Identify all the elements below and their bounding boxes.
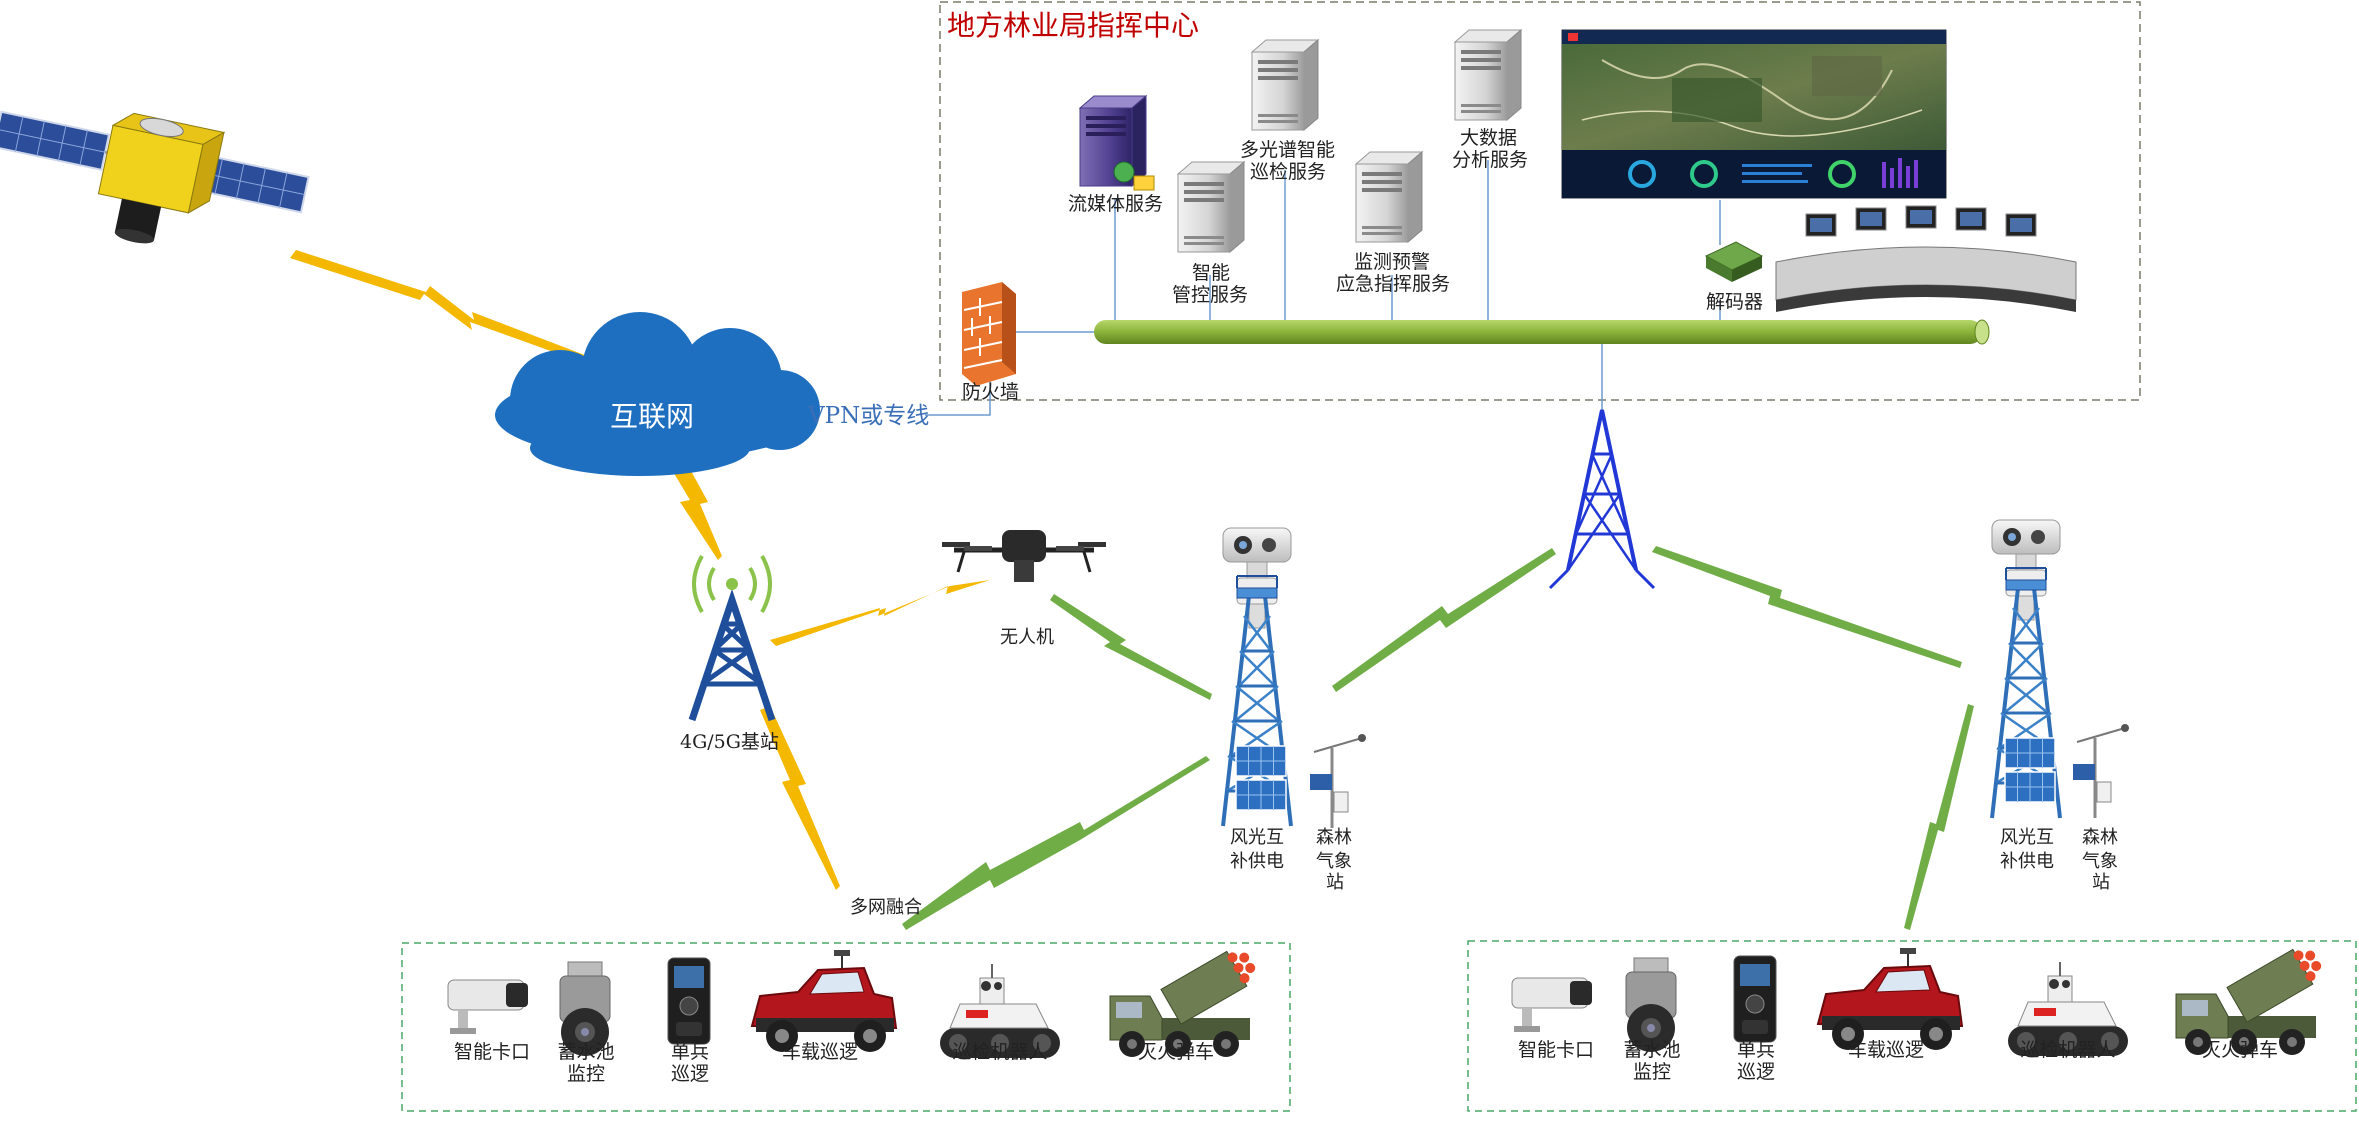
right-bullet-camera-icon [1511,977,1593,1033]
device-label: 巡检机器人 [2020,1039,2115,1061]
satellite-icon [0,110,310,244]
central-comm-tower-icon [1548,409,1656,590]
firewall-icon [962,282,1016,386]
bigdata-server-icon [1454,29,1522,121]
device-label: 智能卡口 [1518,1039,1594,1061]
left-bodycam-icon [667,957,711,1045]
command-center-title: 地方林业局指挥中心 [947,9,1199,42]
right-device-group-frame [1467,940,2357,1112]
right-fire-truck-icon [2175,940,2329,1056]
multispectral-server-icon [1251,39,1319,131]
right-power-label-1: 风光互 [2000,827,2054,848]
left-weather-label-2: 气象 [1316,851,1352,872]
left-ptz-camera-icon [1222,527,1292,629]
device-label: 单兵 [671,1041,709,1063]
drone-label: 无人机 [1000,627,1054,648]
left-patrol-vehicle-icon [751,949,897,1053]
device-label: 灭火弹车 [1138,1041,1214,1063]
right-ptz-camera-icon [1991,519,2061,621]
right-solar-panels-icon [2004,737,2056,803]
device-label: 单兵 [1737,1039,1775,1061]
service-links [925,160,1721,416]
network-bus [1094,319,1990,345]
device-label: 车载巡逻 [782,1041,858,1063]
device-label: 车载巡逻 [1848,1039,1924,1061]
device-label: 蓄水池 [1623,1039,1680,1061]
decoder-icon [1704,241,1764,282]
device-label: 监控 [1633,1061,1671,1083]
internet-cloud [495,312,820,476]
device-label: 蓄水池 [557,1041,614,1063]
decoder-label: 解码器 [1706,291,1763,313]
firewall-label: 防火墙 [962,381,1019,403]
center-tower-right-link [1652,546,1962,668]
right-weather-station-icon [2071,722,2131,820]
left-solar-panels-icon [1235,745,1287,811]
base-station-label: 4G/5G基站 [680,731,779,753]
command-center-frame [939,1,2141,401]
streaming-server-icon [1078,94,1155,191]
device-label: 巡逻 [671,1063,709,1085]
monitoring-server-icon [1355,151,1423,243]
device-label: 灭火弹车 [2202,1039,2278,1061]
multi-network-label: 多网融合 [850,897,922,918]
device-label: 巡检机器人 [952,1041,1047,1063]
right-weather-label-2: 气象 [2082,851,2118,872]
monitoring-label-1: 监测预警 [1354,251,1430,273]
streaming-service-label: 流媒体服务 [1068,193,1163,215]
left-fire-truck-icon [1109,942,1263,1058]
right-monitoring-tower [1990,519,2131,820]
center-tower-left-link [1332,548,1556,692]
left-weather-label-3: 站 [1326,872,1344,893]
fusion-tower-link [902,756,1210,930]
left-weather-label-1: 森林 [1316,827,1352,848]
right-power-label-2: 补供电 [2000,851,2054,872]
operator-console-icon [1775,205,2077,312]
right-weather-label-1: 森林 [2082,827,2118,848]
left-device-group-frame [401,942,1291,1112]
right-bodycam-icon [1733,955,1777,1043]
device-label: 巡逻 [1737,1061,1775,1083]
smart-control-server-icon [1177,161,1245,253]
device-label: 智能卡口 [454,1041,530,1063]
left-weather-station-icon [1308,732,1368,830]
drone-icon [942,530,1106,582]
left-power-label-1: 风光互 [1230,827,1284,848]
right-dome-camera-icon [1625,957,1677,1053]
base-station-icon [688,555,776,722]
smart-control-label-1: 智能 [1192,262,1230,284]
monitoring-label-2: 应急指挥服务 [1336,273,1450,295]
basestation-drone-link [770,580,990,646]
right-tower-devices-link [1904,704,1974,930]
multispectral-label-2: 巡检服务 [1250,161,1326,183]
internet-label: 互联网 [610,400,694,433]
bigdata-label-1: 大数据 [1460,127,1517,149]
right-patrol-vehicle-icon [1817,947,1963,1051]
bigdata-label-2: 分析服务 [1452,149,1528,171]
basestation-fusion-link [760,706,840,890]
dashboard-screen [1561,29,1947,199]
drone-tower-link [1050,594,1212,700]
vpn-label: VPN或专线 [807,403,929,429]
device-label: 监控 [567,1063,605,1085]
left-power-label-2: 补供电 [1230,851,1284,872]
left-bullet-camera-icon [447,979,529,1035]
smart-control-label-2: 管控服务 [1172,284,1248,306]
satellite-link [290,250,624,376]
right-weather-label-3: 站 [2092,872,2110,893]
multispectral-label-1: 多光谱智能 [1240,139,1335,161]
